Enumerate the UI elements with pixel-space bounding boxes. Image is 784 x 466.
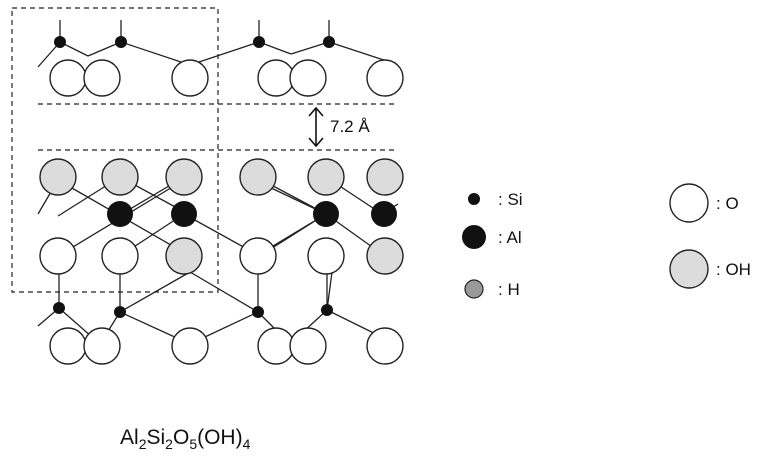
bond-line: [120, 41, 191, 66]
silicon-atom: [252, 306, 264, 318]
oxygen-atom: [307, 237, 345, 275]
oxygen-atom: [366, 327, 404, 365]
legend: : Si : Al : H : O : OH: [462, 183, 751, 299]
legend-h-label: : H: [498, 280, 520, 299]
legend-al-label: : Al: [498, 228, 522, 247]
silicon-atom: [53, 302, 65, 314]
oxygen-atom: [83, 59, 121, 97]
hydroxyl-atom: [165, 158, 203, 196]
legend-si-marker: [468, 193, 480, 205]
legend-al-marker: [462, 225, 486, 249]
bond-line: [189, 271, 259, 313]
oxygen-atom: [49, 59, 87, 97]
oxygen-atom: [101, 237, 139, 275]
aluminum-atom: [313, 201, 339, 227]
hydroxyl-atom: [39, 158, 77, 196]
oxygen-atom: [289, 327, 327, 365]
oxygen-atom: [39, 237, 77, 275]
oxygen-atom: [171, 59, 209, 97]
silicon-atom: [321, 304, 333, 316]
spacing-arrow: [308, 106, 324, 148]
aluminum-atom: [171, 201, 197, 227]
bond-line: [290, 41, 330, 55]
legend-oh-label: : OH: [716, 260, 751, 279]
legend-oh-marker: [669, 249, 709, 289]
legend-h-marker: [464, 279, 484, 299]
hydroxyl-atom: [366, 237, 404, 275]
oxygen-atom: [366, 59, 404, 97]
oxygen-atom: [239, 237, 277, 275]
atoms: [39, 36, 404, 365]
aluminum-atom: [107, 201, 133, 227]
unit-cell-box: [11, 7, 219, 293]
bond-line: [119, 271, 191, 313]
oxygen-atom: [257, 59, 295, 97]
spacing-label: 7.2 Å: [330, 117, 370, 136]
silicon-atom: [54, 36, 66, 48]
oxygen-atom: [257, 327, 295, 365]
legend-si-label: : Si: [498, 190, 523, 209]
hydroxyl-atom: [239, 158, 277, 196]
legend-o-marker: [669, 183, 709, 223]
oxygen-atom: [49, 327, 87, 365]
oxygen-atom: [171, 327, 209, 365]
silicon-atom: [253, 36, 265, 48]
silicon-atom: [115, 36, 127, 48]
hydroxyl-atom: [366, 158, 404, 196]
aluminum-atom: [371, 201, 397, 227]
bond-line: [189, 41, 260, 66]
bond-line: [326, 271, 333, 311]
hydroxyl-atom: [165, 237, 203, 275]
silicon-atom: [114, 306, 126, 318]
hydroxyl-atom: [101, 158, 139, 196]
oxygen-atom: [83, 327, 121, 365]
legend-o-label: : O: [716, 194, 739, 213]
oxygen-atom: [289, 59, 327, 97]
silicon-atom: [323, 36, 335, 48]
chemical-formula: Al2Si2O5(OH)4: [120, 426, 251, 452]
hydroxyl-atom: [307, 158, 345, 196]
